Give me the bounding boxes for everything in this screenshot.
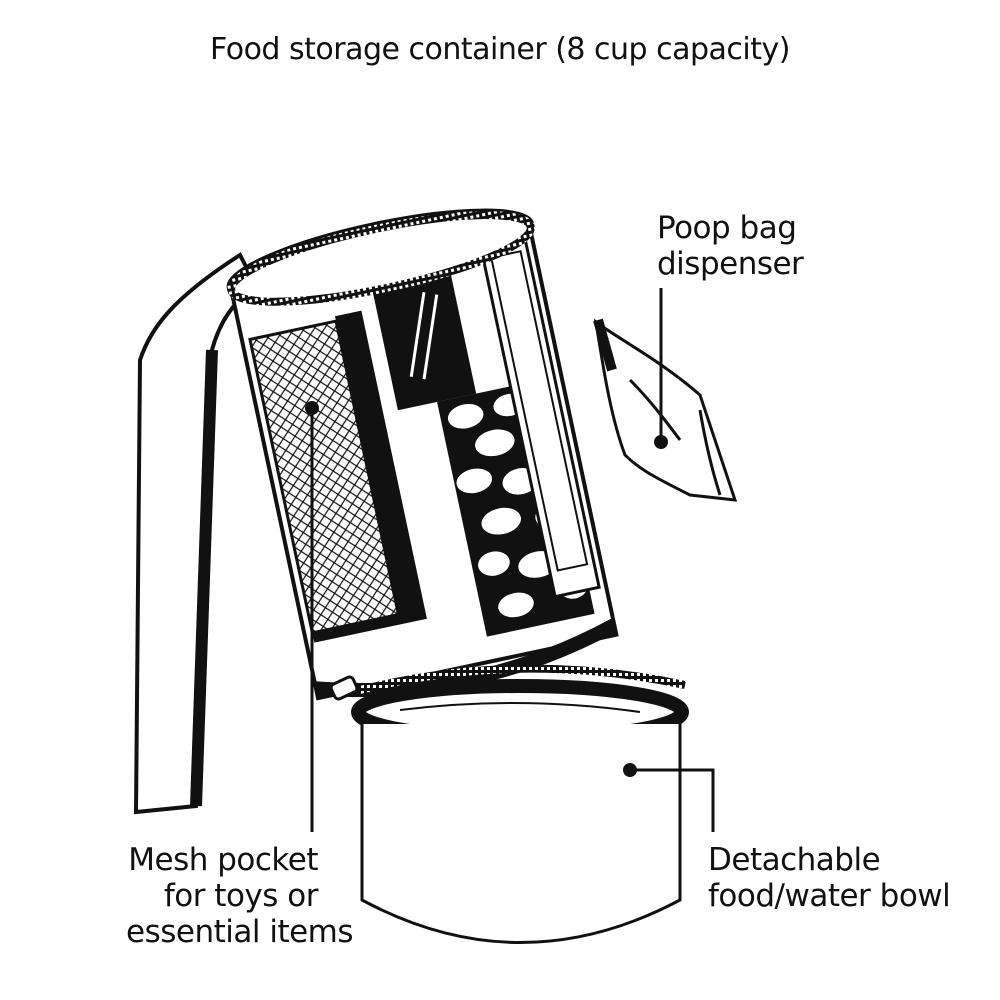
bowl-body	[360, 724, 682, 944]
bowl-rim-zipper	[359, 664, 686, 694]
bowl-label: Detachable food/water bowl	[708, 842, 951, 914]
diagram-title: Food storage container (8 cup capacity)	[210, 32, 790, 67]
mesh-pocket-label: Mesh pocket for toys or essential items	[126, 842, 354, 950]
zipper-pull	[329, 675, 359, 701]
bowl-leader	[630, 768, 715, 832]
poop-bag	[593, 318, 738, 502]
poop-bag-label: Poop bag dispenser	[657, 210, 804, 282]
